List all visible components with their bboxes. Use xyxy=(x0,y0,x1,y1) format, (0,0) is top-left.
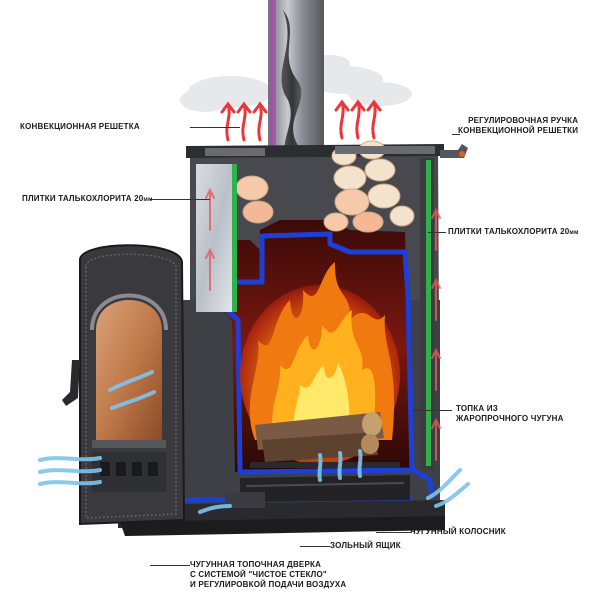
cold-air-arrow-icon xyxy=(38,370,470,514)
label-firebox-line1: ТОПКА ИЗ xyxy=(456,404,498,413)
label-convection-grate: КОНВЕКЦИОННАЯ РЕШЕТКА xyxy=(20,122,140,131)
leader-talc-right xyxy=(428,232,446,233)
label-talc-tiles-right: ПЛИТКИ ТАЛЬКОХЛОРИТА 20мм xyxy=(448,227,579,238)
hot-air-arrow-icon xyxy=(220,99,382,142)
cast-iron-grate xyxy=(250,462,400,468)
leader-ashbox xyxy=(300,546,330,547)
leader-convection-grate xyxy=(190,127,240,128)
label-door-line2: С СИСТЕМОЙ "ЧИСТОЕ СТЕКЛО" xyxy=(190,570,327,579)
label-firebox-line2: ЖАРОПРОЧНОГО ЧУГУНА xyxy=(456,414,564,423)
label-ash-box: ЗОЛЬНЫЙ ЯЩИК xyxy=(330,541,401,550)
label-door-line1: ЧУГУННАЯ ТОПОЧНАЯ ДВЕРКА xyxy=(190,560,322,569)
label-talc-tiles-right-unit: мм xyxy=(569,230,579,236)
firewood-logs xyxy=(255,412,384,462)
convection-grate xyxy=(205,146,435,156)
label-door-line3: И РЕГУЛИРОВКОЙ ПОДАЧИ ВОЗДУХА xyxy=(190,580,347,589)
label-grate: ЧУГУННЫЙ КОЛОСНИК xyxy=(410,527,506,536)
leader-door xyxy=(150,565,190,566)
leader-handle xyxy=(452,134,460,135)
label-talc-tiles-right-text: ПЛИТКИ ТАЛЬКОХЛОРИТА 20 xyxy=(448,227,570,236)
label-talc-tiles-left: ПЛИТКИ ТАЛЬКОХЛОРИТА 20мм xyxy=(22,194,153,205)
leader-firebox xyxy=(412,410,452,411)
leader-grate xyxy=(376,532,412,533)
label-talc-tiles-left-unit: мм xyxy=(143,197,153,203)
adjust-handle-icon xyxy=(440,144,468,158)
hot-air-arrows-inner xyxy=(205,187,441,461)
sauna-stones xyxy=(235,140,415,233)
talc-tile-right xyxy=(420,158,434,470)
label-door: ЧУГУННАЯ ТОПОЧНАЯ ДВЕРКА С СИСТЕМОЙ "ЧИС… xyxy=(190,560,346,590)
label-firebox: ТОПКА ИЗ ЖАРОПРОЧНОГО ЧУГУНА xyxy=(456,404,564,424)
label-adjust-handle-line1: РЕГУЛИРОВОЧНАЯ РУЧКА xyxy=(468,116,579,125)
talc-tile-left xyxy=(196,164,237,312)
label-talc-tiles-left-text: ПЛИТКИ ТАЛЬКОХЛОРИТА 20 xyxy=(22,194,144,203)
label-adjust-handle-line2: КОНВЕКЦИОННОЙ РЕШЕТКИ xyxy=(458,126,579,135)
label-adjust-handle: РЕГУЛИРОВОЧНАЯ РУЧКА КОНВЕКЦИОННОЙ РЕШЕТ… xyxy=(458,116,578,136)
door-handle-icon xyxy=(62,360,80,406)
ash-box xyxy=(225,475,410,508)
leader-talc-left xyxy=(150,199,210,200)
steam-cloud xyxy=(180,55,412,112)
